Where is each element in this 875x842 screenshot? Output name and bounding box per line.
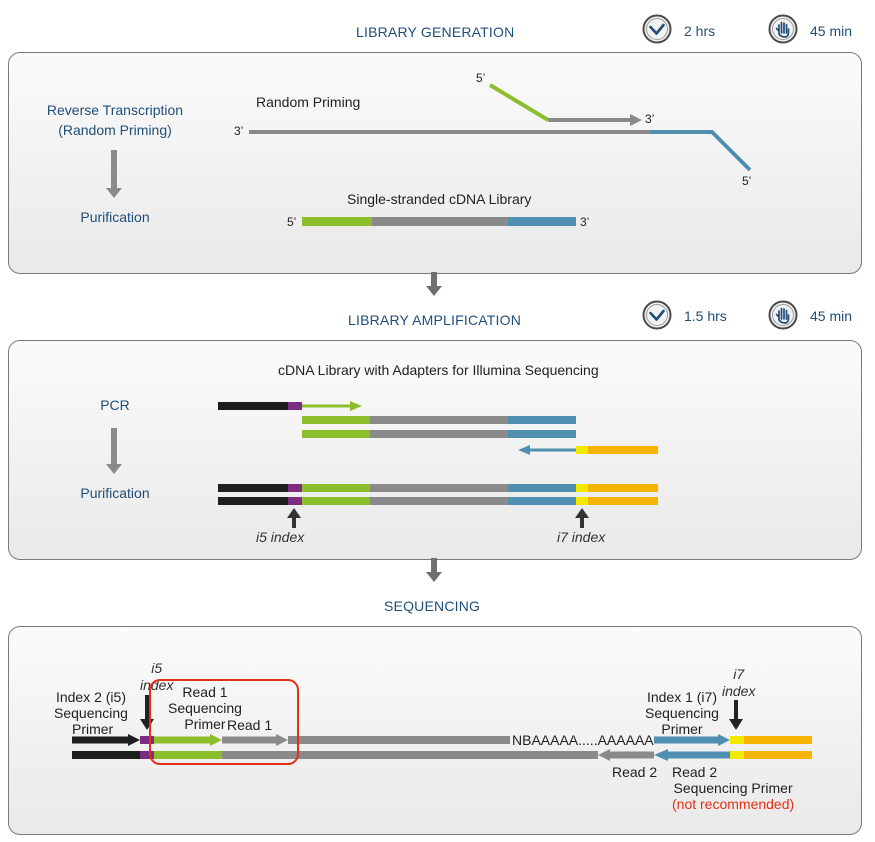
random-priming-label: Random Priming [256, 94, 361, 110]
section-title-library-amplification: LIBRARY AMPLIFICATION [348, 312, 522, 328]
adapter-library-label: cDNA Library with Adapters for Illumina … [278, 362, 599, 378]
step-down-arrow-2 [106, 428, 122, 474]
i5-index-down-pointer [140, 695, 154, 730]
total-time-generation: 45 min [810, 23, 853, 39]
step-reverse-transcription-line1: Reverse Transcription [46, 102, 184, 118]
panel-connector-arrow-1 [426, 272, 442, 296]
cdna-template-strand-2 [302, 430, 576, 438]
ss-cdna-strand [302, 217, 576, 226]
index2-primer-line2: Sequencing [54, 705, 128, 721]
rna-3prime-label: 3’ [234, 124, 244, 138]
random-primer [488, 83, 642, 126]
step-purification-1: Purification [80, 209, 150, 225]
read1-highlight-box [149, 679, 299, 765]
i5-index-label: i5 index [256, 529, 305, 545]
library-amplification-panel [8, 340, 862, 560]
seq-i7-label-line2: index [722, 683, 756, 699]
i7-index-pointer [575, 508, 589, 528]
i7-index-down-pointer [729, 700, 743, 730]
primer-5prime-label: 5’ [476, 71, 486, 85]
read1-label: Read 1 [227, 717, 273, 733]
cdna-3prime-label: 3’ [580, 215, 590, 229]
cdna-template-strand-1 [302, 416, 576, 424]
read1-primer-line2: Sequencing [168, 700, 242, 716]
primer-3prime-label: 3’ [645, 112, 655, 126]
i7-adapter-top [730, 736, 812, 744]
step-down-arrow-1 [106, 150, 122, 198]
read2-primer-label: Read 2 Sequencing Primer (not recommende… [672, 764, 794, 812]
index1-primer-line1: Index 1 (i7) [646, 689, 717, 705]
index1-primer-label: Index 1 (i7) Sequencing Primer [645, 689, 719, 737]
read2-primer-arrow [654, 749, 730, 761]
read2-not-recommended-note: (not recommended) [672, 796, 795, 812]
check-circle-icon [642, 14, 672, 44]
index1-primer-line2: Sequencing [645, 705, 719, 721]
seq-i7-label-line1: i7 [733, 666, 745, 682]
forward-pcr-primer [218, 401, 362, 411]
read1-arrow [222, 734, 288, 746]
read2-primer-line1: Read 2 [672, 764, 718, 780]
library-generation-panel [8, 52, 862, 274]
polya-sequence-label: NBAAAAA.....AAAAAA [512, 732, 654, 748]
index2-primer-label: Index 2 (i5) Sequencing Primer [54, 689, 128, 737]
cdna-5prime-label: 5’ [287, 215, 297, 229]
panel-connector-arrow-2 [426, 558, 442, 582]
hand-icon [768, 14, 798, 44]
seq-i5-label-line1: i5 [151, 660, 163, 676]
read1-primer-arrow [140, 734, 222, 746]
final-library-strand-bottom [218, 497, 658, 505]
reverse-pcr-primer [518, 445, 658, 455]
index2-primer-arrow [72, 734, 140, 746]
hands-on-time-generation: 2 hrs [684, 23, 716, 39]
hands-on-time-amplification: 1.5 hrs [684, 308, 727, 324]
index1-primer-line3: Primer [661, 721, 703, 737]
sequencing-insert-top [288, 736, 510, 744]
final-library-strand-top [218, 484, 658, 492]
step-reverse-transcription-line2: (Random Priming) [58, 122, 172, 138]
ss-cdna-library-label: Single-stranded cDNA Library [347, 191, 532, 207]
section-title-library-generation: LIBRARY GENERATION [356, 24, 515, 40]
read1-primer-line1: Read 1 [182, 684, 228, 700]
check-circle-icon [642, 300, 672, 330]
i7-adapter-bottom [730, 751, 812, 759]
index2-primer-line3: Primer [72, 721, 114, 737]
read1-primer-line3: Primer [184, 716, 226, 732]
seq-i7-index-label: i7 index [722, 666, 755, 700]
read2-label: Read 2 [612, 764, 658, 780]
hand-icon [768, 300, 798, 330]
sequencing-template-bottom-strand [72, 751, 598, 759]
rna-template-strand [249, 130, 752, 172]
i7-index-label: i7 index [557, 529, 606, 545]
index2-primer-line1: Index 2 (i5) [55, 689, 126, 705]
read2-arrow [598, 749, 654, 761]
i5-index-pointer [287, 508, 301, 528]
step-pcr: PCR [100, 397, 130, 413]
total-time-amplification: 45 min [810, 308, 853, 324]
read1-primer-label: Read 1 Sequencing Primer [168, 684, 242, 732]
read2-primer-line2: Sequencing Primer [673, 780, 793, 796]
rna-5prime-label: 5’ [742, 174, 752, 188]
step-reverse-transcription: Reverse Transcription (Random Priming) [30, 100, 200, 140]
section-title-sequencing: SEQUENCING [384, 598, 481, 614]
step-purification-2: Purification [80, 485, 150, 501]
index1-primer-arrow [654, 734, 730, 746]
